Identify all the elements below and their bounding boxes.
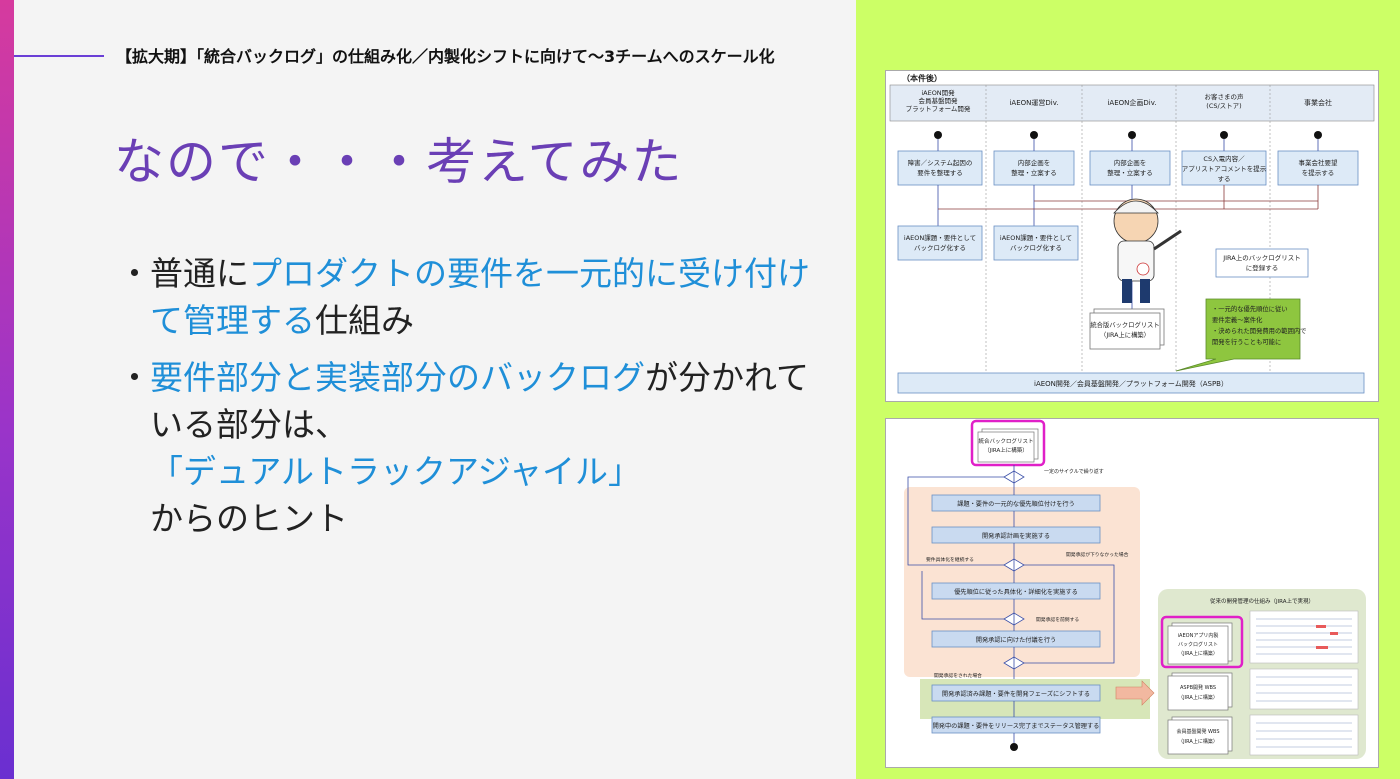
svg-text:CS入電内容／: CS入電内容／ bbox=[1203, 154, 1245, 163]
svg-text:（JIRA上に構築）: （JIRA上に構築） bbox=[1178, 738, 1218, 745]
bullet-dot: ・ bbox=[118, 358, 151, 397]
svg-text:（JIRA上に構築）: （JIRA上に構築） bbox=[1178, 694, 1218, 701]
pitcher-illustration bbox=[1113, 198, 1182, 303]
svg-text:整理・立案する: 整理・立案する bbox=[1011, 168, 1057, 177]
priority-note: ・一元的な優先順位に従い 要件定義〜案件化 ・決められた開発費用の範囲内で 開発… bbox=[1175, 298, 1306, 372]
diagram-label: （本件後） bbox=[902, 73, 942, 83]
svg-text:を提示する: を提示する bbox=[1302, 168, 1335, 177]
svg-text:バックログ化する: バックログ化する bbox=[1010, 243, 1062, 252]
svg-text:開発中の課題・要件をリリース完了までステータス管理する: 開発中の課題・要件をリリース完了までステータス管理する bbox=[933, 722, 1100, 730]
svg-text:開発承認済み課題・要件を開発フェーズにシフトする: 開発承認済み課題・要件を開発フェーズにシフトする bbox=[942, 690, 1090, 698]
legacy-system-title: 従来の開発管理の仕組み（JIRA上で実現） bbox=[1210, 597, 1314, 605]
svg-text:要件定義〜案件化: 要件定義〜案件化 bbox=[1212, 315, 1263, 324]
slide-main-title: なので・・・考えてみた bbox=[114, 133, 684, 191]
header-rule bbox=[14, 55, 104, 57]
bullet-item-2: ・ 要件部分と実装部分のバックログが分かれている部分は、 「デュアルトラックアジ… bbox=[118, 354, 818, 542]
svg-text:する: する bbox=[1218, 175, 1231, 183]
svg-text:iAEONアプリ内製: iAEONアプリ内製 bbox=[1178, 632, 1219, 639]
swimlane-diagram: （本件後） iAEON開発 会員基盤開発 プラットフォーム開発 iAEON運営D… bbox=[885, 70, 1379, 402]
lane-header-3: iAEON企画Div. bbox=[1107, 98, 1156, 107]
svg-text:iAEON課題・要件として: iAEON課題・要件として bbox=[1000, 233, 1072, 242]
svg-text:バックログ化する: バックログ化する bbox=[914, 243, 966, 252]
svg-text:開発承認を前倒する: 開発承認を前倒する bbox=[1036, 616, 1079, 623]
bullet-text: からのヒント bbox=[150, 499, 348, 538]
svg-text:アプリストアコメントを提示: アプリストアコメントを提示 bbox=[1182, 164, 1267, 173]
svg-text:開発承認が下りなかった場合: 開発承認が下りなかった場合 bbox=[1066, 551, 1129, 558]
svg-text:に登録する: に登録する bbox=[1246, 263, 1279, 272]
svg-text:要件具体化を継続する: 要件具体化を継続する bbox=[926, 556, 974, 563]
svg-text:（JIRA上に構築）: （JIRA上に構築） bbox=[1100, 330, 1150, 339]
svg-text:（JIRA上に構築）: （JIRA上に構築） bbox=[1178, 650, 1218, 657]
svg-text:優先順位に従った具体化・詳細化を実施する: 優先順位に従った具体化・詳細化を実施する bbox=[954, 588, 1078, 596]
bullet-dot: ・ bbox=[118, 254, 151, 293]
highlight-frame-start bbox=[970, 419, 1046, 467]
lane-header-4a: お客さまの声 bbox=[1205, 92, 1245, 101]
lane-header-1b: 会員基盤開発 bbox=[919, 96, 959, 105]
bullet-highlight: プロダクトの要件を一元的に受け付けて管理する bbox=[150, 254, 810, 340]
slide-header-title: 【拡大期】「統合バックログ」の仕組み化／内製化シフトに向けて〜3チームへのスケー… bbox=[116, 47, 775, 66]
bullet-item-1: ・ 普通にプロダクトの要件を一元的に受け付けて管理する仕組み bbox=[118, 250, 818, 344]
svg-text:障害／システム起因の: 障害／システム起因の bbox=[908, 158, 973, 167]
bullet-text: が分かれている部分は、 bbox=[150, 358, 810, 444]
svg-text:内部企画を: 内部企画を bbox=[1114, 158, 1147, 167]
lane-header-4b: (CS/ストア) bbox=[1206, 102, 1241, 110]
bullet-text: 普通に bbox=[150, 254, 249, 293]
bullet-text: 仕組み bbox=[315, 301, 414, 340]
lane-header-5: 事業会社 bbox=[1304, 98, 1332, 107]
svg-text:開発承認計画を実施する: 開発承認計画を実施する bbox=[982, 532, 1050, 540]
svg-text:・一元的な優先順位に従い: ・一元的な優先順位に従い bbox=[1212, 304, 1288, 313]
shift-arrow bbox=[1115, 680, 1155, 706]
svg-text:バックログリスト: バックログリスト bbox=[1178, 641, 1218, 648]
bullet-highlight: 「デュアルトラックアジャイル」 bbox=[150, 452, 642, 491]
lane-header-2: iAEON運営Div. bbox=[1009, 98, 1058, 107]
svg-text:iAEON課題・要件として: iAEON課題・要件として bbox=[904, 233, 976, 242]
svg-text:課題・要件の一元的な優先順位付けを行う: 課題・要件の一元的な優先順位付けを行う bbox=[957, 500, 1075, 508]
svg-text:要件を整理する: 要件を整理する bbox=[917, 168, 963, 177]
svg-text:統合バックログリスト: 統合バックログリスト bbox=[978, 437, 1033, 445]
process-flow-diagram: 統合バックログリスト （JIRA上に構築） 一定のサイクルで繰り返す 課題・要件… bbox=[885, 418, 1379, 768]
integrated-backlog-doc: 統合版バックログリスト （JIRA上に構築） bbox=[1089, 308, 1165, 350]
svg-text:開発承認に向けた付議を行う: 開発承認に向けた付議を行う bbox=[976, 636, 1056, 644]
left-accent-bar bbox=[0, 0, 14, 779]
lane-header-1c: プラットフォーム開発 bbox=[906, 104, 971, 113]
lane-headers: iAEON開発 会員基盤開発 プラットフォーム開発 iAEON運営Div. iA… bbox=[906, 88, 1332, 113]
development-bar-label: iAEON開発／会員基盤開発／プラットフォーム開発（ASPB） bbox=[1034, 379, 1228, 388]
slide-content-area bbox=[14, 0, 856, 779]
svg-text:事業会社要望: 事業会社要望 bbox=[1299, 158, 1339, 167]
svg-text:ASPB開発 WBS: ASPB開発 WBS bbox=[1180, 684, 1216, 691]
svg-text:JIRA上のバックログリスト: JIRA上のバックログリスト bbox=[1222, 253, 1301, 262]
bullet-list: ・ 普通にプロダクトの要件を一元的に受け付けて管理する仕組み ・ 要件部分と実装… bbox=[118, 250, 818, 542]
svg-text:開発を行うことも可能に: 開発を行うことも可能に bbox=[1212, 337, 1281, 346]
svg-text:（JIRA上に構築）: （JIRA上に構築） bbox=[984, 446, 1028, 454]
highlight-frame-inhouse bbox=[1160, 615, 1244, 669]
svg-text:統合版バックログリスト: 統合版バックログリスト bbox=[1090, 320, 1159, 329]
svg-text:・決められた開発費用の範囲内で: ・決められた開発費用の範囲内で bbox=[1212, 326, 1306, 335]
cycle-note: 一定のサイクルで繰り返す bbox=[1044, 468, 1104, 475]
svg-text:整理・立案する: 整理・立案する bbox=[1107, 168, 1153, 177]
jira-register-note bbox=[1215, 248, 1309, 278]
svg-text:会員基盤開発 WBS: 会員基盤開発 WBS bbox=[1176, 728, 1219, 735]
lane-header-row bbox=[889, 84, 1375, 122]
cycle-area bbox=[904, 487, 1140, 677]
svg-text:内部企画を: 内部企画を bbox=[1018, 158, 1051, 167]
lane-header-1a: iAEON開発 bbox=[921, 88, 955, 97]
bullet-highlight: 要件部分と実装部分のバックログ bbox=[150, 358, 645, 397]
svg-text:開発承認をされた場合: 開発承認をされた場合 bbox=[934, 672, 982, 679]
development-bar bbox=[897, 372, 1365, 394]
